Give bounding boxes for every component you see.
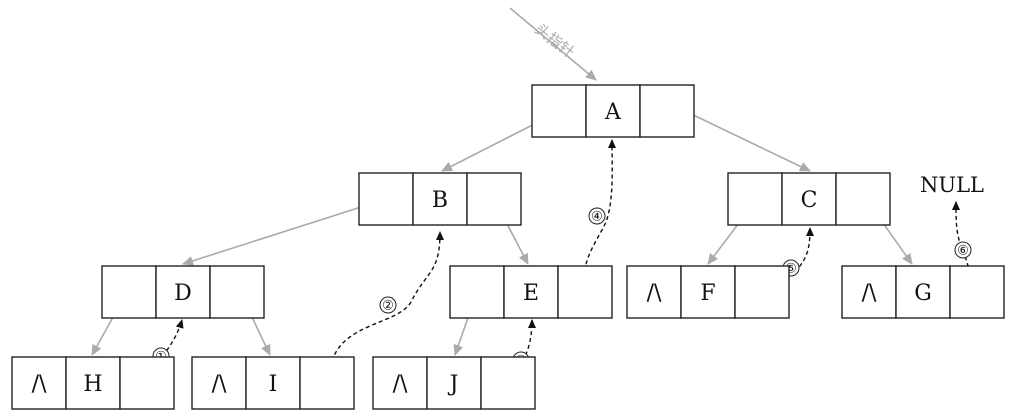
right-pointer-cell — [466, 172, 522, 226]
node-label: E — [523, 281, 539, 306]
child-link-b-d — [182, 198, 387, 266]
thread-arrow — [329, 231, 444, 383]
left-pointer-cell — [449, 265, 505, 319]
right-pointer-cell — [480, 356, 536, 410]
tree-nodes: A B C D E F /\ G /\ H /\ I /\ J /\ — [11, 84, 1005, 410]
node-label: C — [801, 188, 818, 213]
null-label: NULL — [920, 173, 984, 197]
null-pointer-mark: /\ — [647, 281, 662, 306]
right-pointer-cell — [949, 265, 1005, 319]
node-label: F — [700, 281, 715, 306]
right-pointer-cell — [299, 356, 355, 410]
node-label: J — [448, 372, 459, 397]
thread-number: ④ — [591, 210, 603, 225]
left-pointer-cell — [372, 356, 428, 410]
right-pointer-cell — [639, 84, 695, 138]
thread-number: ⑥ — [957, 244, 969, 259]
thread-number: ⑤ — [785, 262, 797, 277]
data-cell — [426, 356, 482, 410]
node-label: G — [914, 281, 932, 306]
right-pointer-cell — [209, 265, 265, 319]
left-pointer-cell — [11, 356, 67, 410]
null-pointer-mark: /\ — [862, 281, 877, 306]
data-cell — [895, 265, 951, 319]
null-pointer-mark: /\ — [32, 372, 47, 397]
child-link-a-c — [684, 110, 811, 172]
thread-number-circle — [588, 207, 606, 225]
null-pointer-mark: /\ — [393, 372, 408, 397]
data-cell — [503, 265, 559, 319]
thread-i-to-b: ② — [329, 231, 444, 383]
right-pointer-cell — [835, 172, 891, 226]
node-h: H /\ — [11, 356, 175, 410]
left-pointer-cell — [626, 265, 682, 319]
left-pointer-cell — [531, 84, 587, 138]
left-pointer-cell — [727, 172, 783, 226]
node-label: D — [174, 281, 192, 306]
head-pointer-label: 头指针 — [531, 20, 578, 62]
node-i: I /\ — [191, 356, 355, 410]
node-label: A — [604, 100, 622, 125]
left-pointer-cell — [101, 265, 157, 319]
head-pointer: 头指针 — [509, 7, 597, 81]
node-label: I — [269, 372, 278, 397]
left-pointer-cell — [841, 265, 897, 319]
right-pointer-cell — [734, 265, 790, 319]
thread-arrow — [145, 319, 184, 387]
node-d: D — [101, 265, 265, 319]
thread-number: ② — [382, 299, 394, 314]
node-f: F /\ — [626, 265, 790, 319]
node-b: B — [358, 172, 522, 226]
data-cell — [781, 172, 837, 226]
right-pointer-cell — [119, 356, 175, 410]
thread-number-circle — [954, 241, 972, 259]
node-c: C — [727, 172, 891, 226]
node-label: H — [83, 372, 102, 397]
data-cell — [585, 84, 641, 138]
node-j: J /\ — [372, 356, 536, 410]
left-pointer-cell — [191, 356, 247, 410]
head-pointer-arrow — [509, 7, 597, 81]
left-pointer-cell — [358, 172, 414, 226]
node-a: A — [531, 84, 695, 138]
data-cell — [412, 172, 468, 226]
data-cell — [155, 265, 211, 319]
right-pointer-cell — [557, 265, 613, 319]
node-e: E — [449, 265, 613, 319]
thread-e-to-a: ④ — [582, 139, 617, 293]
thread-number-circle — [379, 296, 397, 314]
node-g: G /\ — [841, 265, 1005, 319]
null-pointer-mark: /\ — [212, 372, 227, 397]
data-cell — [680, 265, 736, 319]
node-label: B — [432, 188, 448, 213]
data-cell — [65, 356, 121, 410]
